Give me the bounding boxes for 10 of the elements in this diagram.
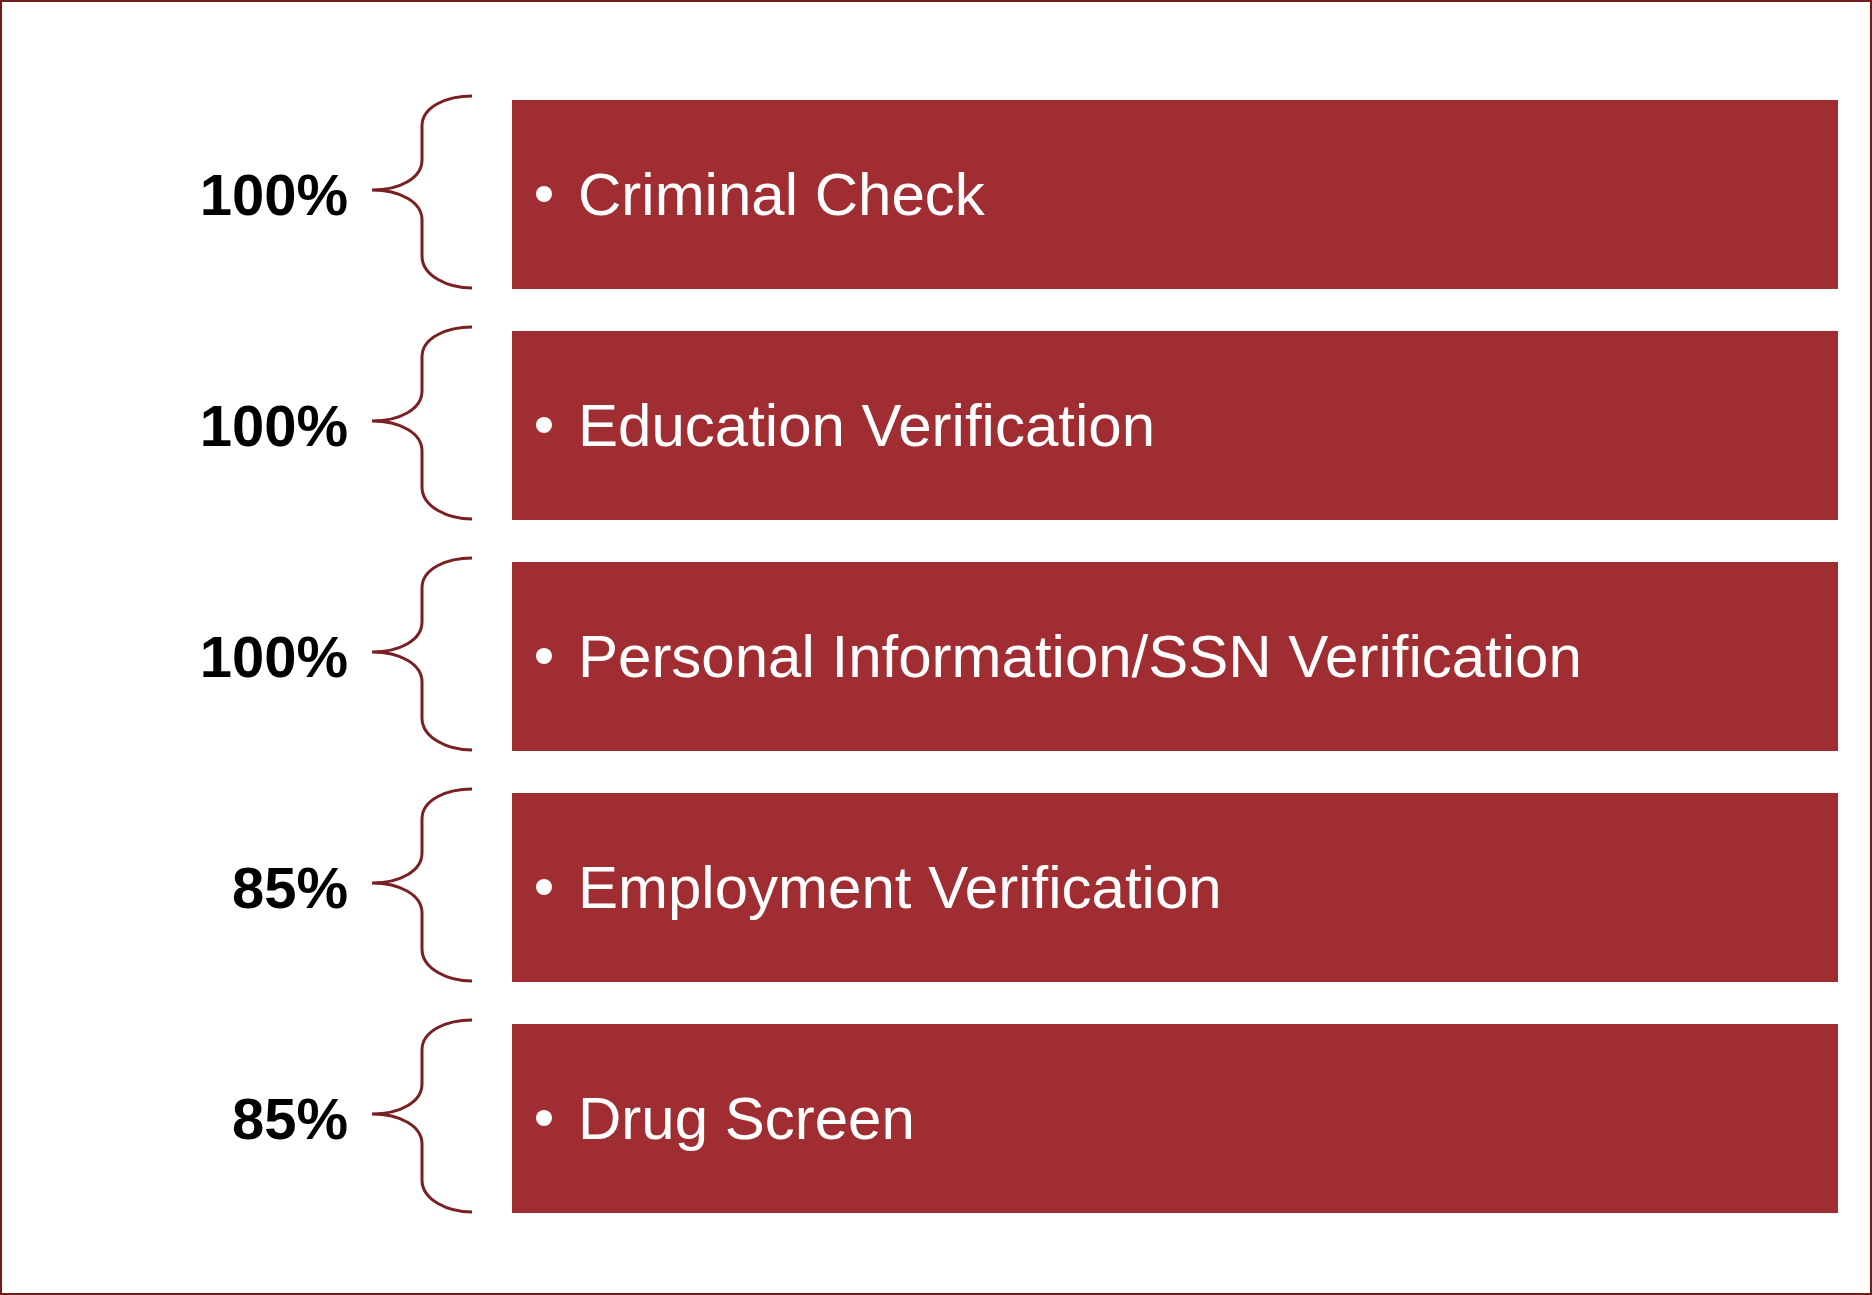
percentage-label: 100%	[199, 161, 348, 229]
percentage-label: 85%	[231, 854, 348, 922]
item-label: Personal Information/SSN Verification	[578, 622, 1582, 692]
percentage-label: 100%	[199, 623, 348, 691]
item-label: Drug Screen	[578, 1084, 915, 1154]
percentage-label: 100%	[199, 392, 348, 460]
item-label: Education Verification	[578, 391, 1156, 461]
item-label: Criminal Check	[578, 160, 985, 230]
item-label: Employment Verification	[578, 853, 1222, 923]
percentage-label: 85%	[231, 1085, 348, 1153]
